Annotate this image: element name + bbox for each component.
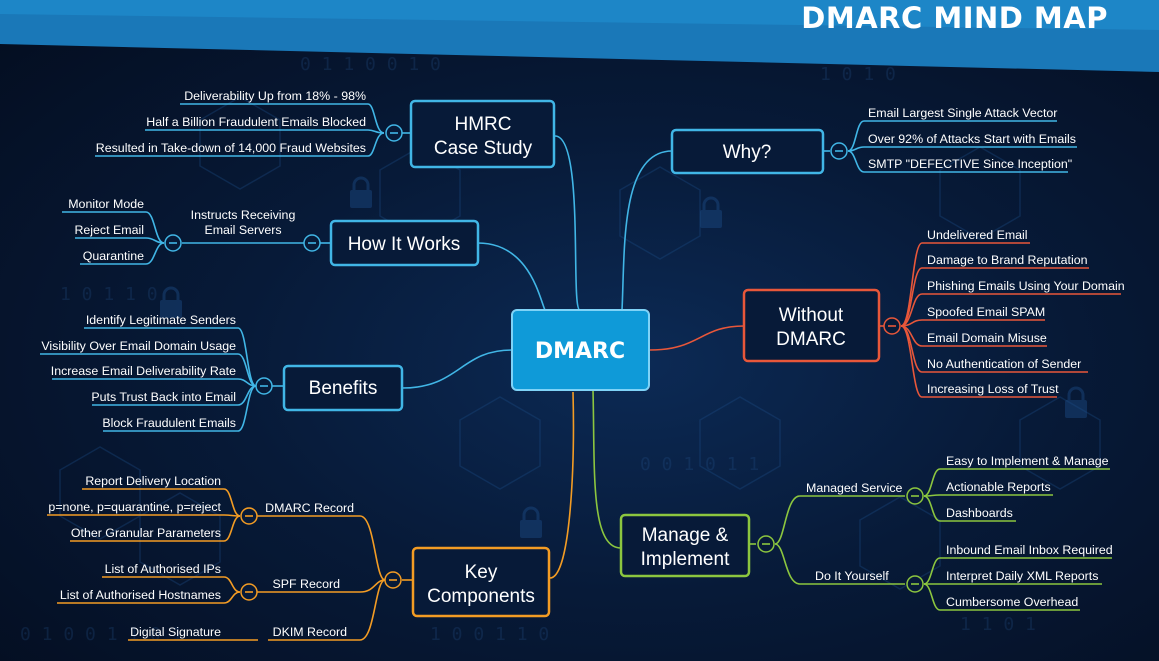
without-label-line1: Without xyxy=(779,305,844,326)
orange-connectors xyxy=(47,391,575,641)
without-label-line2: DMARC xyxy=(776,329,846,350)
dmarc-record-label: DMARC Record xyxy=(265,501,354,515)
diy-leaf: Inbound Email Inbox Required xyxy=(946,543,1113,557)
benefits-node[interactable]: Benefits xyxy=(282,364,404,412)
why-leaf: Over 92% of Attacks Start with Emails xyxy=(868,132,1076,146)
manage-implement-node[interactable]: Manage & Implement xyxy=(619,513,751,578)
hmrc-leaf: Deliverability Up from 18% - 98% xyxy=(184,89,366,103)
managed-service-leaf: Easy to Implement & Manage xyxy=(946,454,1109,468)
without-leaf: Email Domain Misuse xyxy=(927,331,1047,345)
collapse-dmarc-record-toggle[interactable] xyxy=(240,507,258,525)
spf-record-leaf: List of Authorised Hostnames xyxy=(60,588,221,602)
diy-leaf: Interpret Daily XML Reports xyxy=(946,569,1098,583)
dkim-record-leaf: Digital Signature xyxy=(130,625,221,639)
hmrc-leaf: Half a Billion Fraudulent Emails Blocked xyxy=(146,115,366,129)
dmarc-record-leaf: Report Delivery Location xyxy=(85,474,221,488)
how-leaf: Reject Email xyxy=(74,223,144,237)
benefits-leaf: Identify Legitimate Senders xyxy=(86,313,236,327)
how-leaf: Monitor Mode xyxy=(68,197,144,211)
dmarc-record-leaf: p=none, p=quarantine, p=reject xyxy=(48,500,221,514)
managed-service-leaf: Actionable Reports xyxy=(946,480,1051,494)
svg-text:1 1 0 1: 1 1 0 1 xyxy=(960,614,1036,635)
benefits-leaf: Block Fraudulent Emails xyxy=(102,416,236,430)
why-leaf: SMTP "DEFECTIVE Since Inception" xyxy=(868,157,1072,171)
connectors xyxy=(40,103,1121,641)
diy-leaf: Cumbersome Overhead xyxy=(946,595,1078,609)
green-connectors xyxy=(592,389,1112,611)
benefits-leaf: Puts Trust Back into Email xyxy=(91,390,236,404)
svg-text:1 0 0 1 1 0: 1 0 0 1 1 0 xyxy=(430,624,549,645)
collapse-toggles[interactable] xyxy=(164,124,924,601)
without-leaf: Increasing Loss of Trust xyxy=(927,382,1059,396)
hmrc-label-line1: HMRC xyxy=(455,114,512,135)
manage-label-line2: Implement xyxy=(641,549,730,570)
key-components-node[interactable]: Key Components xyxy=(411,546,551,618)
svg-text:0 0 1 0 1 1: 0 0 1 0 1 1 xyxy=(640,454,759,475)
collapse-spf-record-toggle[interactable] xyxy=(240,583,258,601)
key-label-line1: Key xyxy=(465,562,498,583)
why-label: Why? xyxy=(723,142,772,163)
collapse-key-toggle[interactable] xyxy=(384,571,402,589)
padlock-icons xyxy=(160,176,1087,538)
benefits-leaf: Visibility Over Email Domain Usage xyxy=(41,339,236,353)
dkim-record-label: DKIM Record xyxy=(273,625,347,639)
header-banner: DMARC MIND MAP xyxy=(0,0,1159,72)
without-leaf: Damage to Brand Reputation xyxy=(927,253,1088,267)
managed-service-leaf: Dashboards xyxy=(946,506,1013,520)
manage-label-line1: Manage & xyxy=(642,525,729,546)
banner-highlight xyxy=(0,0,1159,30)
how-sub-label-line2: Email Servers xyxy=(204,223,281,237)
diy-label: Do It Yourself xyxy=(815,569,889,583)
collapse-manage-toggle[interactable] xyxy=(757,535,775,553)
managed-service-label: Managed Service xyxy=(806,481,903,495)
how-sub-label-line1: Instructs Receiving xyxy=(191,208,296,222)
collapse-benefits-toggle[interactable] xyxy=(255,377,273,395)
blue-connectors xyxy=(40,103,1077,432)
how-it-works-node[interactable]: How It Works xyxy=(329,219,480,267)
why-leaf: Email Largest Single Attack Vector xyxy=(868,106,1057,120)
how-it-works-label: How It Works xyxy=(348,234,461,255)
without-leaf: Undelivered Email xyxy=(927,228,1028,242)
hmrc-node[interactable]: HMRC Case Study xyxy=(409,99,556,169)
why-node[interactable]: Why? xyxy=(670,128,825,175)
collapse-hmrc-toggle[interactable] xyxy=(385,124,403,142)
collapse-without-toggle[interactable] xyxy=(883,317,901,335)
leaf-labels: Deliverability Up from 18% - 98% Half a … xyxy=(41,89,1124,639)
page-title: DMARC MIND MAP xyxy=(801,1,1108,35)
center-label: DMARC xyxy=(535,339,625,364)
svg-text:0 1 1 0 0 1 0: 0 1 1 0 0 1 0 xyxy=(300,54,441,75)
red-connectors xyxy=(649,242,1121,398)
key-label-line2: Components xyxy=(427,586,535,607)
collapse-instructs-toggle[interactable] xyxy=(164,234,182,252)
benefits-leaf: Increase Email Deliverability Rate xyxy=(51,364,236,378)
collapse-why-toggle[interactable] xyxy=(830,142,848,160)
without-dmarc-node[interactable]: Without DMARC xyxy=(742,288,881,363)
without-leaf: Spoofed Email SPAM xyxy=(927,305,1045,319)
dmarc-record-leaf: Other Granular Parameters xyxy=(71,526,221,540)
spf-record-label: SPF Record xyxy=(273,577,341,591)
hmrc-leaf: Resulted in Take-down of 14,000 Fraud We… xyxy=(96,141,366,155)
center-node[interactable]: DMARC xyxy=(511,309,650,391)
collapse-managed-service-toggle[interactable] xyxy=(906,487,924,505)
without-leaf: Phishing Emails Using Your Domain xyxy=(927,279,1125,293)
how-leaf: Quarantine xyxy=(83,249,144,263)
collapse-diy-toggle[interactable] xyxy=(906,575,924,593)
svg-text:1 0 1 0: 1 0 1 0 xyxy=(820,64,896,85)
node-boxes: DMARC HMRC Case Study How It Works Benef… xyxy=(282,99,881,618)
benefits-label: Benefits xyxy=(309,378,378,399)
svg-text:1 0 1 1 0: 1 0 1 1 0 xyxy=(60,284,158,305)
collapse-how-toggle[interactable] xyxy=(303,234,321,252)
without-leaf: No Authentication of Sender xyxy=(927,357,1081,371)
hmrc-label-line2: Case Study xyxy=(434,138,533,159)
spf-record-leaf: List of Authorised IPs xyxy=(105,562,221,576)
